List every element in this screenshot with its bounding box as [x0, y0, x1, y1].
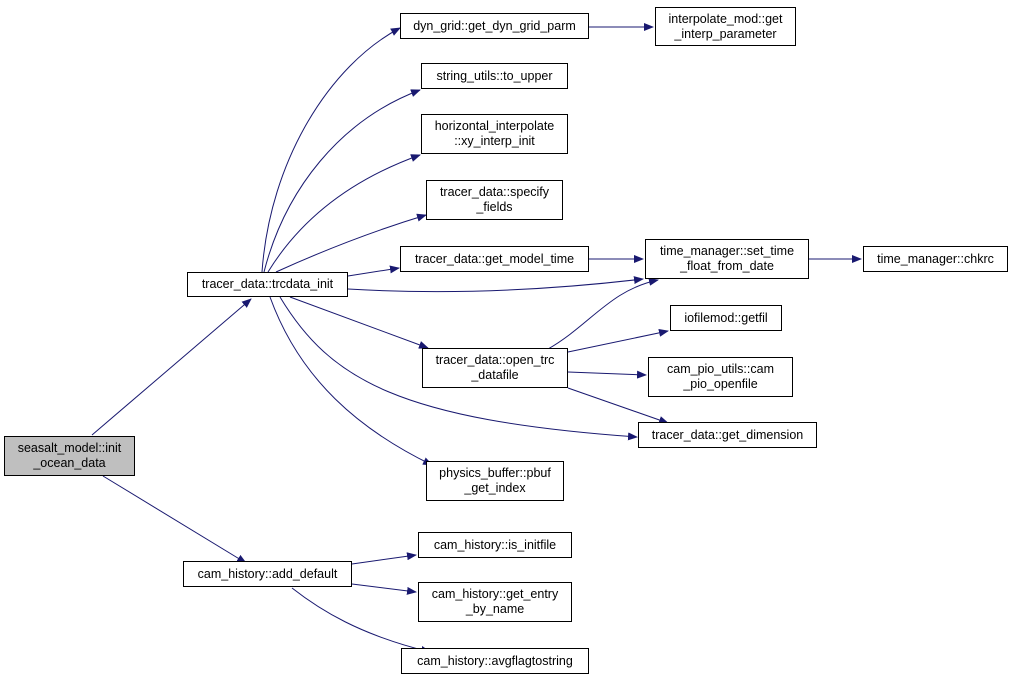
- node-chkrc[interactable]: time_manager::chkrc: [863, 246, 1008, 272]
- node-label: cam_history::avgflagtostring: [417, 653, 573, 668]
- node-label-line-1: horizontal_interpolate: [434, 119, 555, 133]
- node-label-line-1: seasalt_model::init: [17, 441, 122, 455]
- edge-trcdata-xyinterp: [267, 154, 421, 273]
- node-pbuf-get-index[interactable]: physics_buffer::pbuf _get_index: [426, 461, 564, 501]
- edge-adddefault-getentry: [351, 583, 417, 595]
- node-label-line-2: _interp_parameter: [674, 26, 777, 41]
- node-label-line-1: time_manager::set_time: [659, 244, 795, 258]
- node-label-line-2: _datafile: [471, 368, 519, 382]
- node-label: tracer_data::get_dimension: [651, 427, 804, 442]
- node-label: dyn_grid::get_dyn_grid_parm: [413, 18, 576, 33]
- node-label-line-2: _get_index: [464, 481, 526, 495]
- node-label-line-1: cam_pio_utils::cam: [667, 362, 774, 376]
- node-open-trc-datafile[interactable]: tracer_data::open_trc _datafile: [422, 348, 568, 388]
- edge-trcdata-modeltime: [347, 265, 400, 277]
- node-get-model-time[interactable]: tracer_data::get_model_time: [400, 246, 589, 272]
- node-label: cam_history::is_initfile: [433, 537, 557, 552]
- node-dyn-grid-parm[interactable]: dyn_grid::get_dyn_grid_parm: [400, 13, 589, 39]
- node-is-initfile[interactable]: cam_history::is_initfile: [418, 532, 572, 558]
- node-seasalt-init-ocean-data: seasalt_model::init _ocean_data: [4, 436, 135, 476]
- node-specify-fields[interactable]: tracer_data::specify _fields: [426, 180, 563, 220]
- edge-trcdata-getdim: [279, 296, 638, 441]
- edge-trcdata-dyngrid: [261, 27, 401, 273]
- edge-trcdata-opentrc: [289, 296, 429, 349]
- edge-opentrc-getfil: [567, 328, 669, 353]
- node-label: tracer_data::trcdata_init: [201, 277, 334, 291]
- node-pio-openfile[interactable]: cam_pio_utils::cam _pio_openfile: [648, 357, 793, 397]
- node-interp-parameter[interactable]: interpolate_mod::get _interp_parameter: [655, 7, 796, 46]
- edge-trcdata-pbuf: [269, 296, 433, 466]
- node-label-line-1: tracer_data::open_trc: [435, 353, 555, 367]
- node-get-entry-by-name[interactable]: cam_history::get_entry _by_name: [418, 582, 572, 622]
- node-get-dimension[interactable]: tracer_data::get_dimension: [638, 422, 817, 448]
- edge-seasalt-adddefault: [102, 475, 247, 564]
- node-label-line-2: _by_name: [465, 602, 525, 616]
- edge-opentrc-settime: [547, 277, 659, 350]
- node-label-line-2: _ocean_data: [33, 456, 106, 470]
- edge-adddefault-avgflag: [291, 587, 431, 654]
- node-label-line-1: physics_buffer::pbuf: [439, 466, 551, 480]
- node-label-line-2: _pio_openfile: [683, 377, 758, 391]
- edge-opentrc-pio: [567, 370, 647, 379]
- edge-seasalt-trcdata: [91, 298, 252, 436]
- edge-trcdata-specify: [275, 213, 427, 273]
- node-label-line-1: cam_history::get_entry: [431, 587, 559, 601]
- node-add-default[interactable]: cam_history::add_default: [183, 561, 352, 587]
- edge-opentrc-getdim: [567, 387, 669, 424]
- node-label-line-2: ::xy_interp_init: [454, 134, 535, 148]
- node-label: cam_history::add_default: [197, 566, 338, 581]
- node-label: string_utils::to_upper: [436, 68, 553, 83]
- node-xy-interp-init[interactable]: horizontal_interpolate ::xy_interp_init: [421, 114, 568, 154]
- edge-trcdata-settime: [347, 276, 644, 293]
- node-label-line-1: interpolate_mod::get: [668, 11, 783, 26]
- node-label-line-1: tracer_data::specify: [439, 185, 550, 199]
- node-label: tracer_data::get_model_time: [414, 251, 575, 266]
- edge-adddefault-isinitfile: [351, 552, 417, 565]
- node-label: time_manager::chkrc: [877, 251, 994, 266]
- node-getfil[interactable]: iofilemod::getfil: [670, 305, 782, 331]
- node-avgflagtostring[interactable]: cam_history::avgflagtostring: [401, 648, 589, 674]
- node-label: iofilemod::getfil: [684, 310, 768, 325]
- node-trcdata-init[interactable]: tracer_data::trcdata_init: [187, 272, 348, 297]
- node-label-line-2: _float_from_date: [680, 259, 774, 273]
- node-set-time-float[interactable]: time_manager::set_time _float_from_date: [645, 239, 809, 279]
- node-to-upper[interactable]: string_utils::to_upper: [421, 63, 568, 89]
- edge-trcdata-toupper: [263, 89, 421, 273]
- node-label-line-2: _fields: [476, 200, 513, 214]
